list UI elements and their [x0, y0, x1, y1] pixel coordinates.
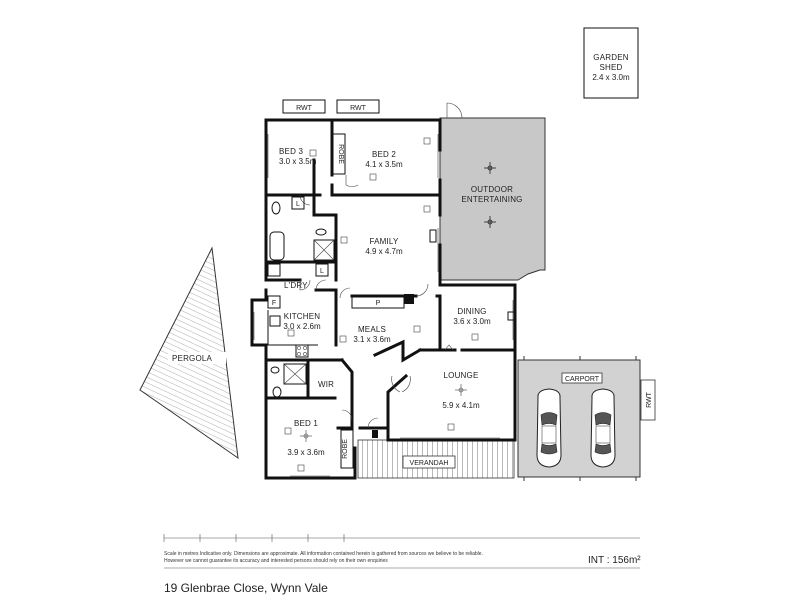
- meals-label: MEALS: [358, 325, 386, 334]
- doors: [299, 175, 454, 429]
- garden-shed-label-1: GARDEN: [593, 53, 628, 62]
- laundry-label: L'DRY: [284, 281, 308, 290]
- bed3-label: BED 3: [279, 147, 303, 156]
- bed2-label: BED 2: [372, 150, 396, 159]
- verandah: VERANDAH: [357, 439, 515, 479]
- meals-dims: 3.1 x 3.6m: [353, 335, 391, 344]
- bed1-dims: 3.9 x 3.6m: [287, 448, 325, 457]
- bed1-label: BED 1: [294, 419, 318, 428]
- rainwater-tank-1: RWT: [282, 99, 326, 114]
- carport: CARPORT RWT: [517, 356, 656, 481]
- linen-label: L: [320, 268, 324, 275]
- pergola: PERGOLA: [139, 246, 239, 460]
- family-label: FAMILY: [369, 237, 399, 246]
- laundry-tub-icon: [267, 263, 281, 277]
- toilet-icon: [271, 201, 281, 215]
- car-icon: [536, 388, 562, 468]
- basin-icon: [270, 366, 280, 374]
- garden-shed-dims: 2.4 x 3.0m: [592, 73, 630, 82]
- sink-icon: [269, 315, 281, 327]
- robe-label: ROBE: [337, 144, 344, 164]
- cooktop-icon: [295, 344, 309, 358]
- disclaimer: Scale in metres Indicative only. Dimensi…: [164, 551, 483, 564]
- garden-shed: GARDEN SHED 2.4 x 3.0m: [583, 27, 639, 99]
- rainwater-tank-2: RWT: [336, 99, 380, 114]
- outdoor-label-1: OUTDOOR: [471, 185, 513, 194]
- car-icon: [590, 388, 616, 468]
- fridge-label: F: [272, 300, 276, 307]
- light-fixture-icon: [455, 384, 467, 396]
- internal-area: INT : 156m²: [588, 555, 641, 566]
- carport-rwt-label: RWT: [646, 391, 653, 408]
- fixtures: ROBE ROBE L L F P: [267, 133, 515, 469]
- bed3-dims: 3.0 x 3.5m: [279, 157, 317, 166]
- shower-icon: [283, 363, 307, 385]
- entry-step: [372, 430, 378, 438]
- linen-label: L: [296, 201, 300, 208]
- pergola-label: PERGOLA: [172, 354, 213, 363]
- scale-bar: [163, 534, 640, 569]
- bath-icon: [269, 231, 285, 261]
- light-fixture-icon: [300, 430, 312, 442]
- kitchen-dims: 3.0 x 2.6m: [283, 322, 321, 331]
- heater-icon: [429, 229, 437, 243]
- chimney-block: [404, 294, 414, 304]
- robe-label: ROBE: [342, 439, 349, 459]
- light-fixture-icon: [484, 162, 496, 174]
- svg-text:RWT: RWT: [296, 105, 313, 112]
- outdoor-label-2: ENTERTAINING: [461, 195, 522, 204]
- kitchen-label: KITCHEN: [284, 312, 321, 321]
- power-points: [284, 137, 479, 472]
- outdoor-entertaining: OUTDOOR ENTERTAINING: [439, 102, 546, 281]
- carport-label: CARPORT: [565, 376, 600, 383]
- verandah-label: VERANDAH: [410, 460, 449, 467]
- garden-shed-label-2: SHED: [599, 63, 622, 72]
- property-address: 19 Glenbrae Close, Wynn Vale: [164, 581, 328, 595]
- aircon-icon: [507, 311, 515, 321]
- lounge-dims: 5.9 x 4.1m: [442, 401, 480, 410]
- room-labels: BED 3 3.0 x 3.5m BED 2 4.1 x 3.5m FAMILY…: [279, 147, 491, 457]
- basin-icon: [315, 228, 327, 236]
- svg-text:RWT: RWT: [350, 105, 367, 112]
- shower-icon: [313, 239, 335, 261]
- house-walls: [250, 118, 517, 480]
- light-fixtures: [300, 384, 467, 442]
- dining-dims: 3.6 x 3.0m: [453, 317, 491, 326]
- family-dims: 4.9 x 4.7m: [365, 247, 403, 256]
- toilet-icon: [272, 386, 282, 398]
- lounge-label: LOUNGE: [444, 371, 479, 380]
- dining-label: DINING: [457, 307, 486, 316]
- wir-label: WIR: [318, 380, 334, 389]
- pantry-label: P: [376, 300, 381, 307]
- bed2-dims: 4.1 x 3.5m: [365, 160, 403, 169]
- light-fixture-icon: [484, 216, 496, 228]
